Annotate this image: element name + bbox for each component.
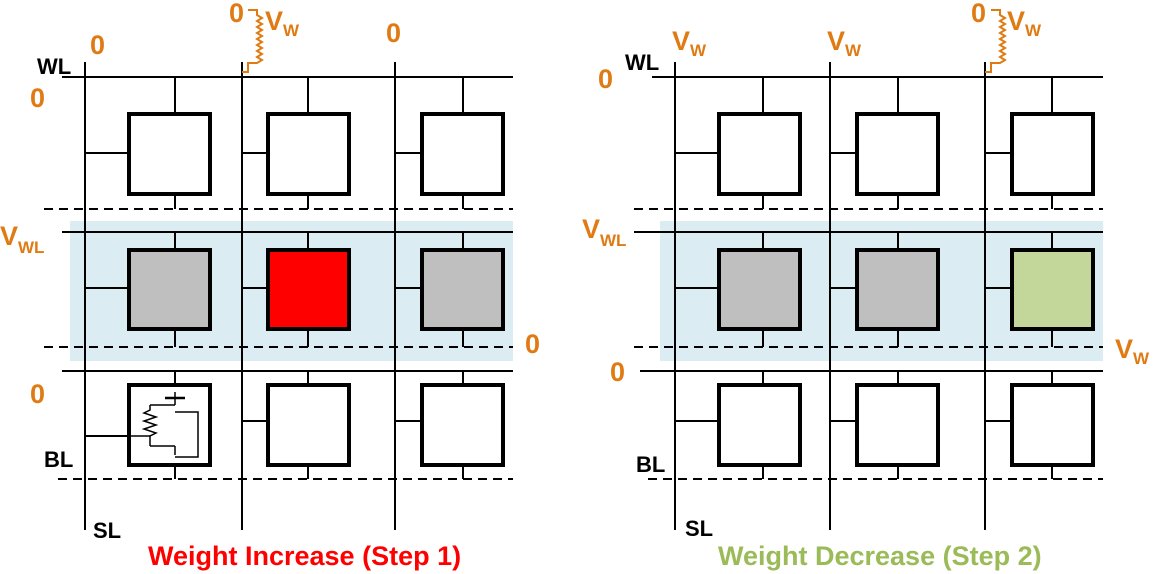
half-selected-cell [855,248,940,331]
row-1-voltage: 0 [30,83,45,113]
selected-row-voltage: VWL [582,214,626,250]
increase-cell [266,248,351,331]
cell-row-1 [675,77,1095,209]
right-panel: WL BL SL VW VW 0 VW 0 VWL VW 0 Weight De… [582,0,1150,571]
pulse-low-label: 0 [971,0,986,28]
left-caption: Weight Increase (Step 1) [148,541,461,571]
cell-row-2 [675,232,1095,347]
pulse-waveform [242,9,264,73]
bl-label: BL [636,452,665,477]
row-1-voltage: 0 [598,64,613,94]
bit-lines [44,208,513,480]
selected-bl-voltage: 0 [525,329,540,359]
wl-label: WL [625,50,659,75]
word-lines [634,76,1103,372]
cell-row-3 [675,371,1095,479]
row-3-voltage: 0 [610,357,625,387]
half-selected-cell [420,248,505,331]
decrease-cell [1010,248,1095,331]
column-2-voltage: VW [827,26,862,60]
cell-row-1 [85,77,505,209]
sl-label: SL [685,516,713,541]
source-lines [674,62,986,530]
pulse-low-label: 0 [229,0,244,28]
column-1-voltage: VW [672,26,707,60]
selected-row-voltage: VWL [0,221,44,257]
pulse-voltage-label: VW [1007,6,1042,40]
half-selected-cell [127,248,212,331]
bit-lines [634,208,1103,480]
sl-label: SL [93,518,121,543]
column-3-voltage: 0 [386,18,401,48]
pulse-waveform [985,9,1007,73]
wl-label: WL [37,54,71,79]
half-selected-cell [717,248,802,331]
left-panel: WL BL SL 0 0 0 VW 0 VWL 0 0 Weight Incre… [0,0,540,571]
cell-row-3 [85,371,505,479]
column-1-voltage: 0 [90,30,105,60]
pulse-voltage-label: VW [265,6,300,40]
cell-row-2 [85,232,505,347]
resistor-transistor-icon [129,392,199,458]
word-lines [62,76,513,372]
selected-bl-voltage: VW [1115,334,1150,368]
row-3-voltage: 0 [30,379,45,409]
right-caption: Weight Decrease (Step 2) [718,541,1042,571]
source-lines [84,62,396,530]
bl-label: BL [44,447,73,472]
